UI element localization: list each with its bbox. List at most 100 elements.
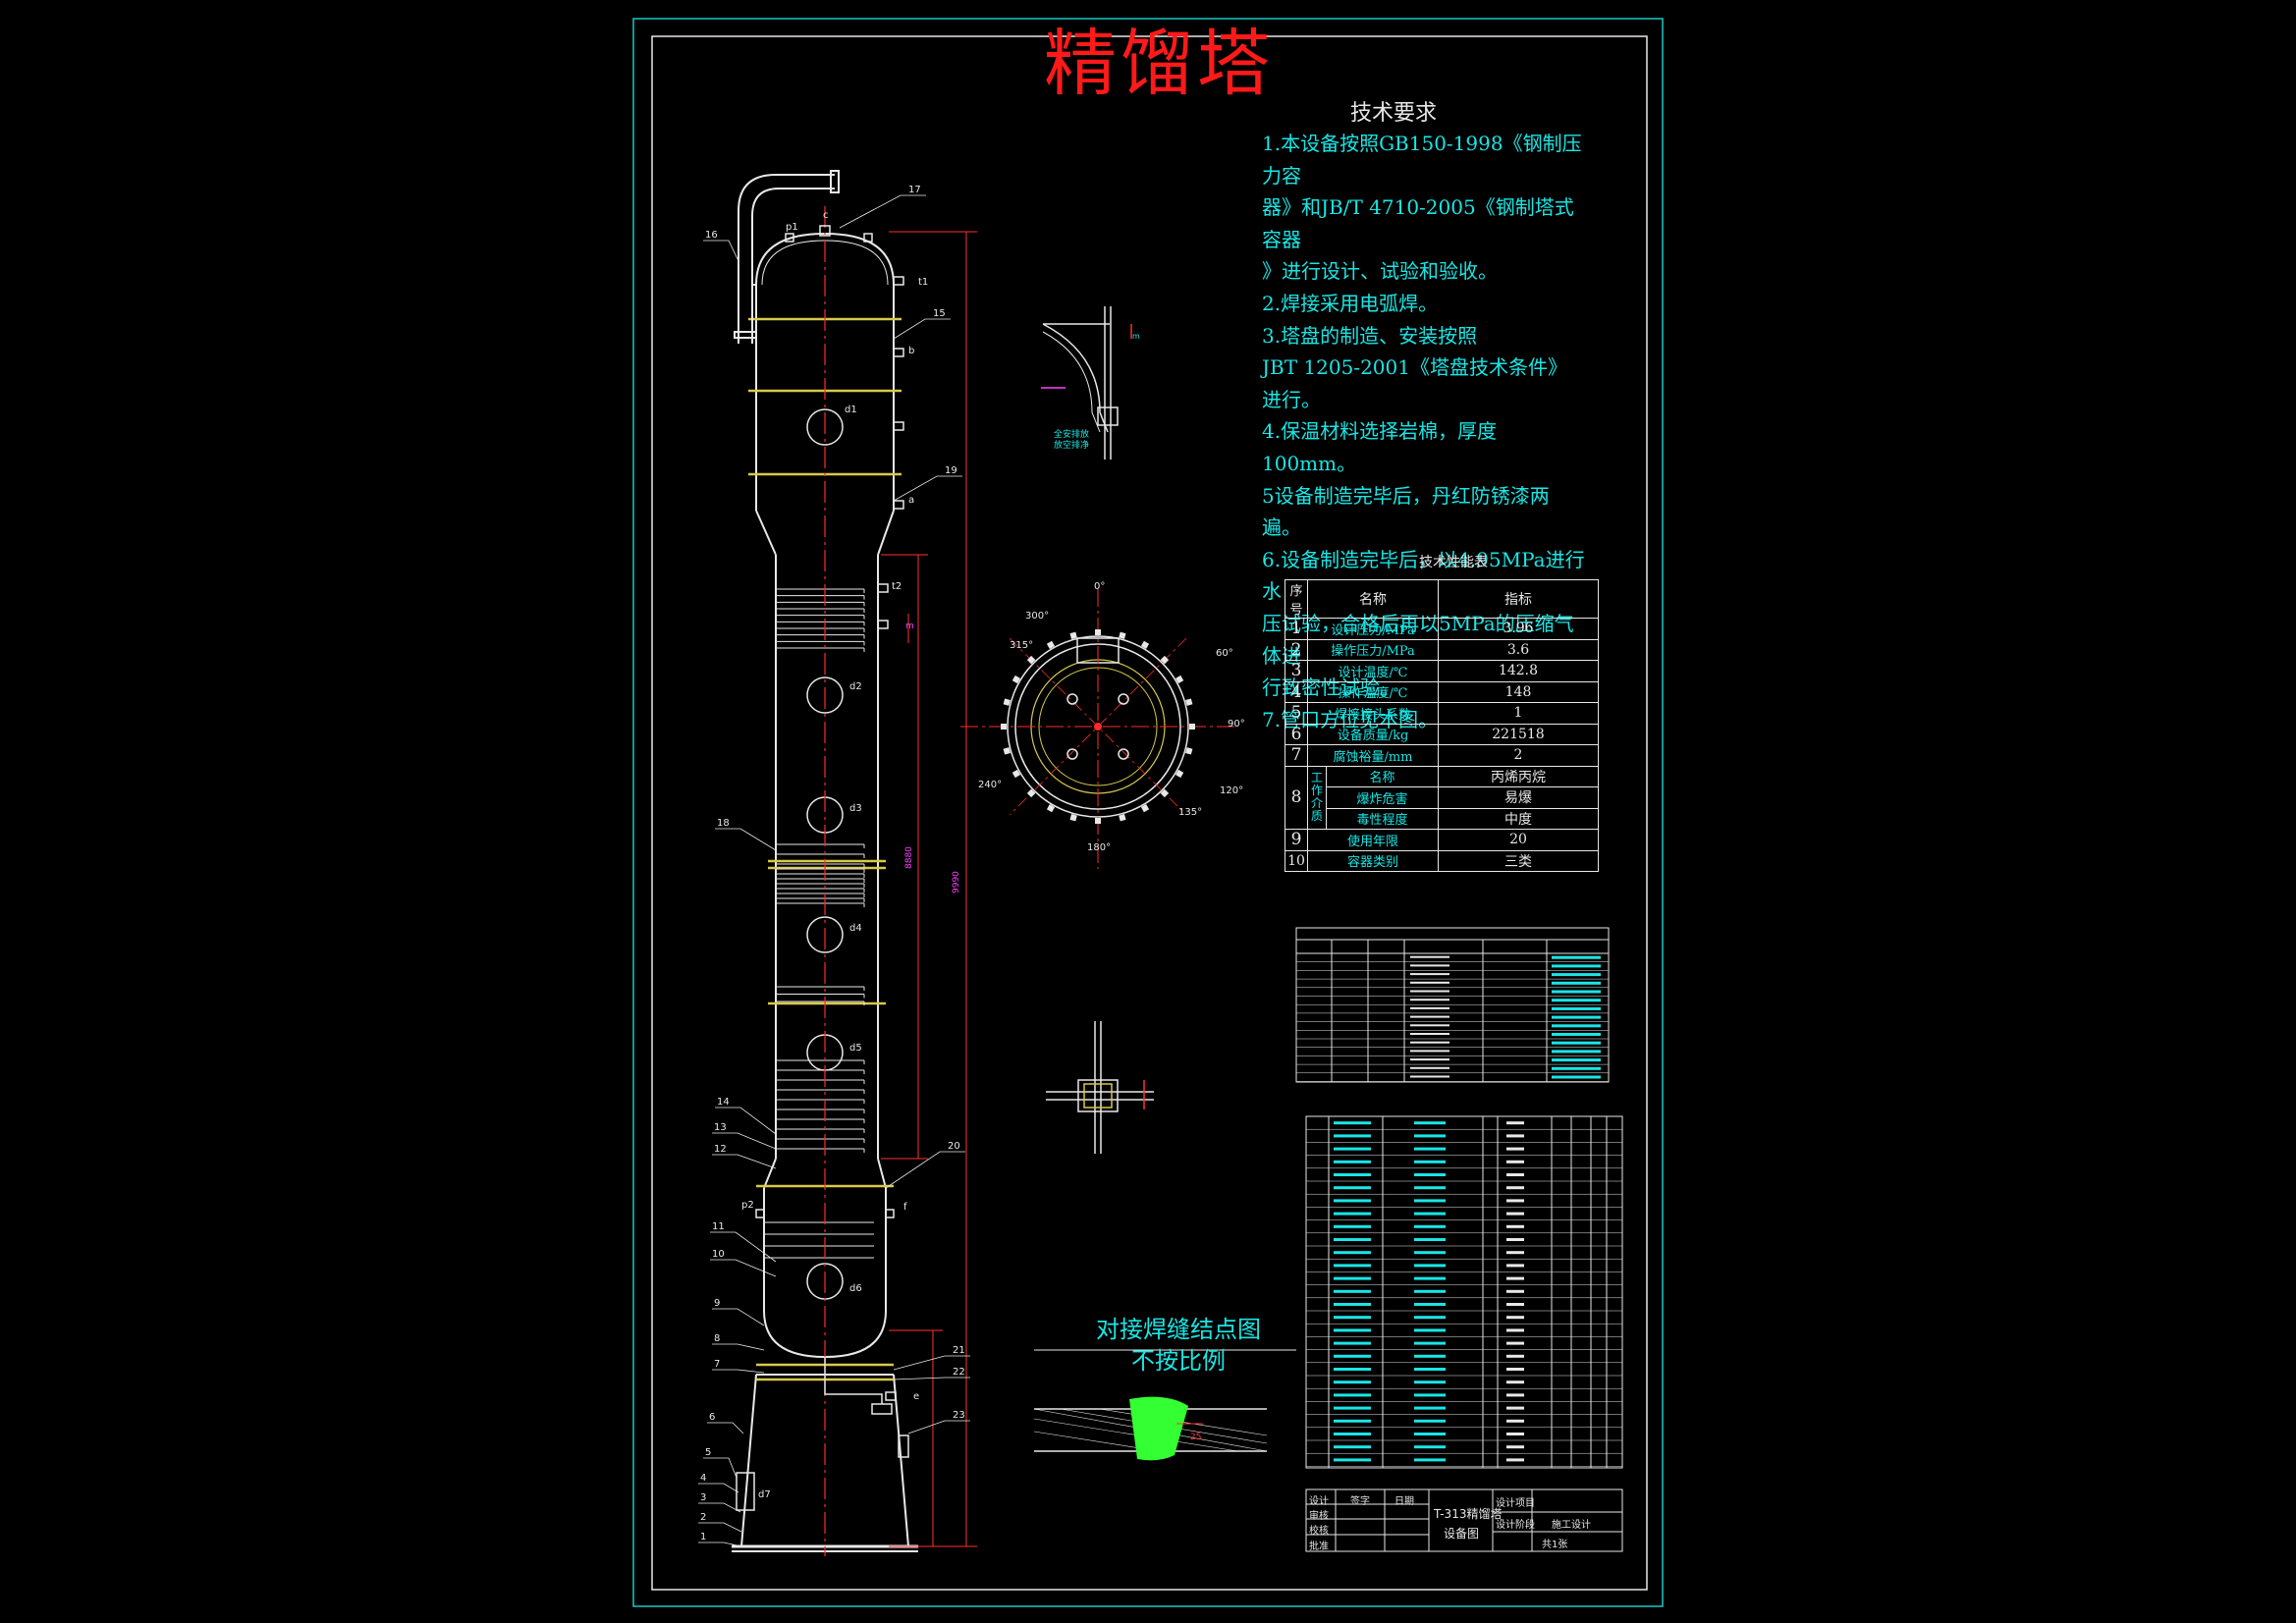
section-view-nozzle-mark: [1001, 724, 1007, 730]
table-cell-mark: [1414, 1458, 1446, 1462]
table-cell-mark: [1334, 1445, 1371, 1449]
table-cell-mark: [1506, 1173, 1524, 1176]
table-cell-mark: [1410, 990, 1449, 993]
table-cell-mark: [1506, 1238, 1524, 1241]
section-view-nozzle-mark: [1046, 640, 1056, 649]
table-cell-mark: [1552, 1033, 1601, 1036]
table-cell-mark: [1506, 1134, 1524, 1138]
tech-requirement-line: 器》和JB/T 4710-2005《钢制塔式容器: [1262, 195, 1574, 251]
row-no: 10: [1285, 849, 1308, 872]
parts-list-rows: [1306, 1121, 1622, 1467]
section-view: [960, 589, 1235, 869]
flange-detail-view: [1046, 1021, 1154, 1154]
table-cell-mark: [1334, 1264, 1371, 1268]
leader-line: [893, 475, 962, 502]
drawing-title: 精馏塔: [1044, 22, 1274, 106]
part-number-label: 6: [709, 1412, 715, 1423]
row-name: 设备质量/kg: [1307, 723, 1439, 745]
section-view-nozzle-mark: [1119, 814, 1126, 822]
dimension-lines: [881, 231, 977, 1547]
table-cell-mark: [1506, 1303, 1524, 1306]
table-cell-mark: [1506, 1186, 1524, 1190]
table-row: 6 设备质量/kg 221518: [1285, 723, 1599, 745]
leader-line: [715, 828, 777, 851]
table-cell-mark: [1334, 1341, 1371, 1345]
table-cell-mark: [1506, 1406, 1524, 1410]
table-cell-mark: [1506, 1354, 1524, 1358]
part-number-label: 9: [714, 1298, 720, 1309]
row-value: 中度: [1438, 807, 1599, 830]
leader-line: [698, 1522, 742, 1533]
medium-group-label: 工作介质: [1307, 765, 1327, 830]
angle-label: 0°: [1094, 581, 1105, 592]
section-view-nozzle-mark: [1160, 788, 1170, 798]
table-cell-mark: [1506, 1316, 1524, 1320]
column-nozzles: [736, 225, 909, 1511]
leader-line: [885, 1151, 965, 1189]
table-cell-mark: [1334, 1354, 1371, 1358]
row-no: 3: [1285, 660, 1308, 682]
title-block-cell: 施工设计: [1552, 1520, 1591, 1531]
part-number-label: 1: [700, 1532, 706, 1542]
nozzle-label: t1: [918, 277, 928, 288]
row-value: 221518: [1438, 723, 1599, 745]
table-cell-mark: [1414, 1368, 1446, 1371]
section-view-angle-labels: 0°300°315°60°90°120°135°180°240°: [978, 581, 1245, 853]
row-value: 142.8: [1438, 660, 1599, 682]
table-cell-mark: [1414, 1303, 1446, 1306]
leader-line: [710, 1231, 777, 1263]
table-cell-mark: [1414, 1212, 1446, 1216]
table-cell-mark: [1334, 1419, 1371, 1423]
nozzle-label: d4: [849, 923, 862, 934]
table-row: 2 操作压力/MPa 3.6: [1285, 638, 1599, 661]
table-row: 5 焊接接头系数 1: [1285, 702, 1599, 725]
table-cell-mark: [1410, 1075, 1449, 1078]
header-no: 序号: [1285, 579, 1308, 619]
tech-requirement-line: 5设备制造完毕后，丹红防锈漆两遍。: [1262, 483, 1550, 540]
part-number-label: 18: [717, 818, 730, 829]
overhead-vapor-pipe: [734, 170, 840, 344]
angle-label: 300°: [1025, 611, 1049, 622]
table-cell-mark: [1334, 1134, 1371, 1138]
column-trays: [764, 588, 874, 1259]
table-cell-mark: [1506, 1341, 1524, 1345]
table-cell-mark: [1334, 1380, 1371, 1384]
table-cell-mark: [1334, 1433, 1371, 1435]
row-no: 9: [1285, 829, 1308, 851]
angle-label: 60°: [1216, 648, 1233, 659]
title-block-sheet: 共1张: [1542, 1540, 1568, 1550]
table-cell-mark: [1414, 1160, 1446, 1163]
table-cell-mark: [1552, 1058, 1601, 1062]
svg-text:m: m: [905, 622, 914, 631]
table-cell-mark: [1414, 1406, 1446, 1410]
part-number-label: 21: [953, 1345, 965, 1356]
table-cell-mark: [1414, 1134, 1446, 1138]
table-cell-mark: [1414, 1186, 1446, 1190]
tech-requirements-title: 技术要求: [1350, 101, 1438, 126]
nozzle-label: d3: [849, 803, 862, 814]
part-number-label: 3: [700, 1492, 706, 1503]
table-cell-mark: [1414, 1341, 1446, 1345]
angle-label: 120°: [1220, 785, 1243, 796]
table-cell-mark: [1410, 999, 1449, 1001]
svg-text:9990: 9990: [952, 871, 961, 893]
table-cell-mark: [1334, 1186, 1371, 1190]
table-cell-mark: [1552, 1066, 1601, 1070]
table-cell-mark: [1334, 1160, 1371, 1163]
leader-line: [893, 1355, 970, 1371]
section-view-nozzle-mark: [1069, 631, 1077, 639]
table-cell-mark: [1334, 1328, 1371, 1332]
weld-detail-title-line1: 对接焊缝结点图: [1096, 1316, 1261, 1343]
part-number-label: 15: [933, 308, 946, 319]
row-value: 1: [1438, 702, 1599, 725]
nozzle-label: d2: [849, 681, 862, 692]
row-no: 7: [1285, 744, 1308, 767]
table-cell-mark: [1552, 999, 1601, 1002]
table-cell-mark: [1414, 1199, 1446, 1203]
table-cell-mark: [1506, 1212, 1524, 1216]
table-cell-mark: [1414, 1316, 1446, 1320]
table-cell-mark: [1410, 1050, 1449, 1053]
table-cell-mark: [1410, 1058, 1449, 1061]
table-cell-mark: [1552, 964, 1601, 968]
